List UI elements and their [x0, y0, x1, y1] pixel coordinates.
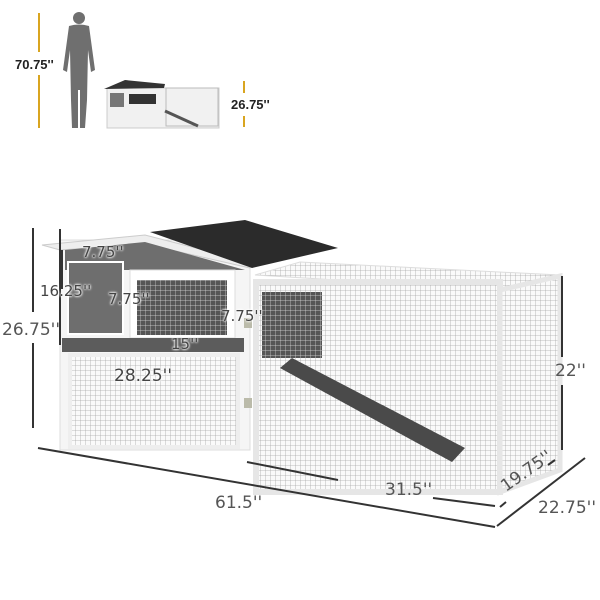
run-enclosure	[253, 261, 563, 496]
person-silhouette-icon	[63, 12, 95, 128]
window-right-height-label: 7.75''	[221, 307, 263, 325]
hutch-height-label: 26.75''	[231, 97, 270, 112]
left-compartment-height-label: 16.25''	[40, 282, 92, 300]
run-length-label: 31.5''	[385, 480, 433, 500]
window-left-height-label: 7.75''	[108, 290, 150, 308]
roof-overhang-width-label: 7.75''	[82, 243, 124, 261]
person-height-label: 70.75''	[15, 57, 54, 72]
lower-run-width-label: 28.25''	[114, 366, 173, 386]
window-width-label: 15''	[171, 335, 199, 353]
dimension-lines	[32, 228, 586, 528]
overall-length-label: 61.5''	[215, 493, 263, 513]
hutch-house	[41, 220, 338, 451]
run-height-label: 22''	[555, 361, 586, 381]
overall-depth-label: 22.75''	[538, 498, 597, 518]
small-hutch-icon	[104, 80, 220, 129]
overall-height-label: 26.75''	[2, 320, 61, 340]
